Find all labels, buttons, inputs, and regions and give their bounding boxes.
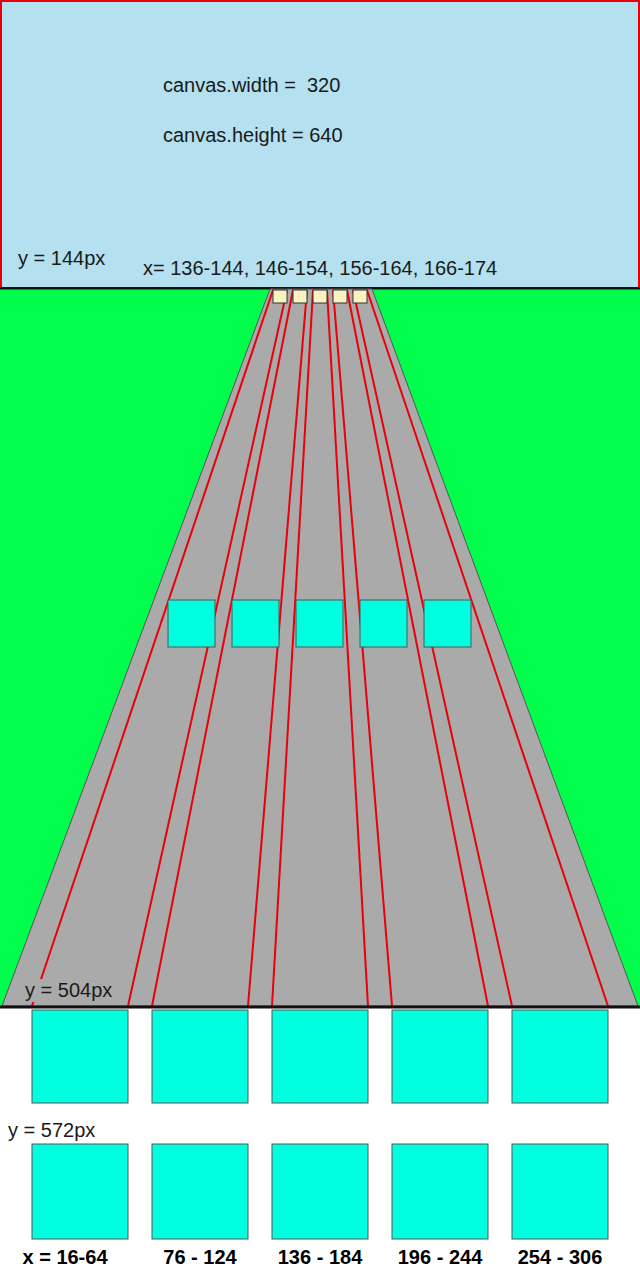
x-range: 196 - 244 xyxy=(398,1246,483,1269)
spawn-box xyxy=(273,290,287,303)
lane-button xyxy=(272,1144,368,1239)
lane-line xyxy=(152,290,293,1006)
lane-button xyxy=(32,1010,128,1103)
spawn-box xyxy=(333,290,347,303)
canvas-sky-band: canvas.width = 320 canvas.height = 640 y =… xyxy=(0,0,640,287)
lane-line xyxy=(333,290,392,1006)
y-coordinate: y = 144px xyxy=(18,247,105,270)
lane-line xyxy=(367,290,608,1006)
canvas-size: canvas.height = 640 xyxy=(163,124,343,147)
lane-button xyxy=(512,1144,608,1239)
lane-button xyxy=(272,1010,368,1103)
spawn-box xyxy=(353,290,367,303)
x-range: x = 16-64 xyxy=(22,1246,107,1269)
lane-line xyxy=(347,290,488,1006)
button-row-bottom xyxy=(32,1144,608,1239)
lane-button xyxy=(392,1010,488,1103)
y-coordinate: y = 504px xyxy=(22,979,115,1002)
x-range: 76 - 124 xyxy=(163,1246,236,1269)
canvas-size: canvas.width = 320 xyxy=(163,74,340,97)
mid-road-boxes xyxy=(168,600,471,647)
lane-box xyxy=(360,600,407,647)
lane-button xyxy=(152,1144,248,1239)
lane-button xyxy=(512,1010,608,1103)
spawn-box xyxy=(293,290,307,303)
x-range: 254 - 306 xyxy=(518,1246,603,1269)
lane-box xyxy=(232,600,279,647)
lane-button xyxy=(32,1144,128,1239)
x-ranges: x= 136-144, 146-154, 156-164, 166-174 xyxy=(143,257,497,280)
lane-box xyxy=(296,600,343,647)
lane-button xyxy=(152,1010,248,1103)
grass-field xyxy=(0,289,640,1007)
lane-box xyxy=(424,600,471,647)
lane-box xyxy=(168,600,215,647)
road xyxy=(2,289,638,1006)
lane-button xyxy=(392,1144,488,1239)
spawn-box xyxy=(313,290,327,303)
y-coordinate: y = 572px xyxy=(8,1119,95,1142)
x-range: 136 - 184 xyxy=(278,1246,363,1269)
button-row-top xyxy=(32,1010,608,1103)
lane-line xyxy=(272,290,313,1006)
lane-line xyxy=(128,290,287,1006)
base-line xyxy=(0,1006,640,1009)
spawn-boxes xyxy=(273,290,367,303)
lane-lines xyxy=(32,290,608,1006)
